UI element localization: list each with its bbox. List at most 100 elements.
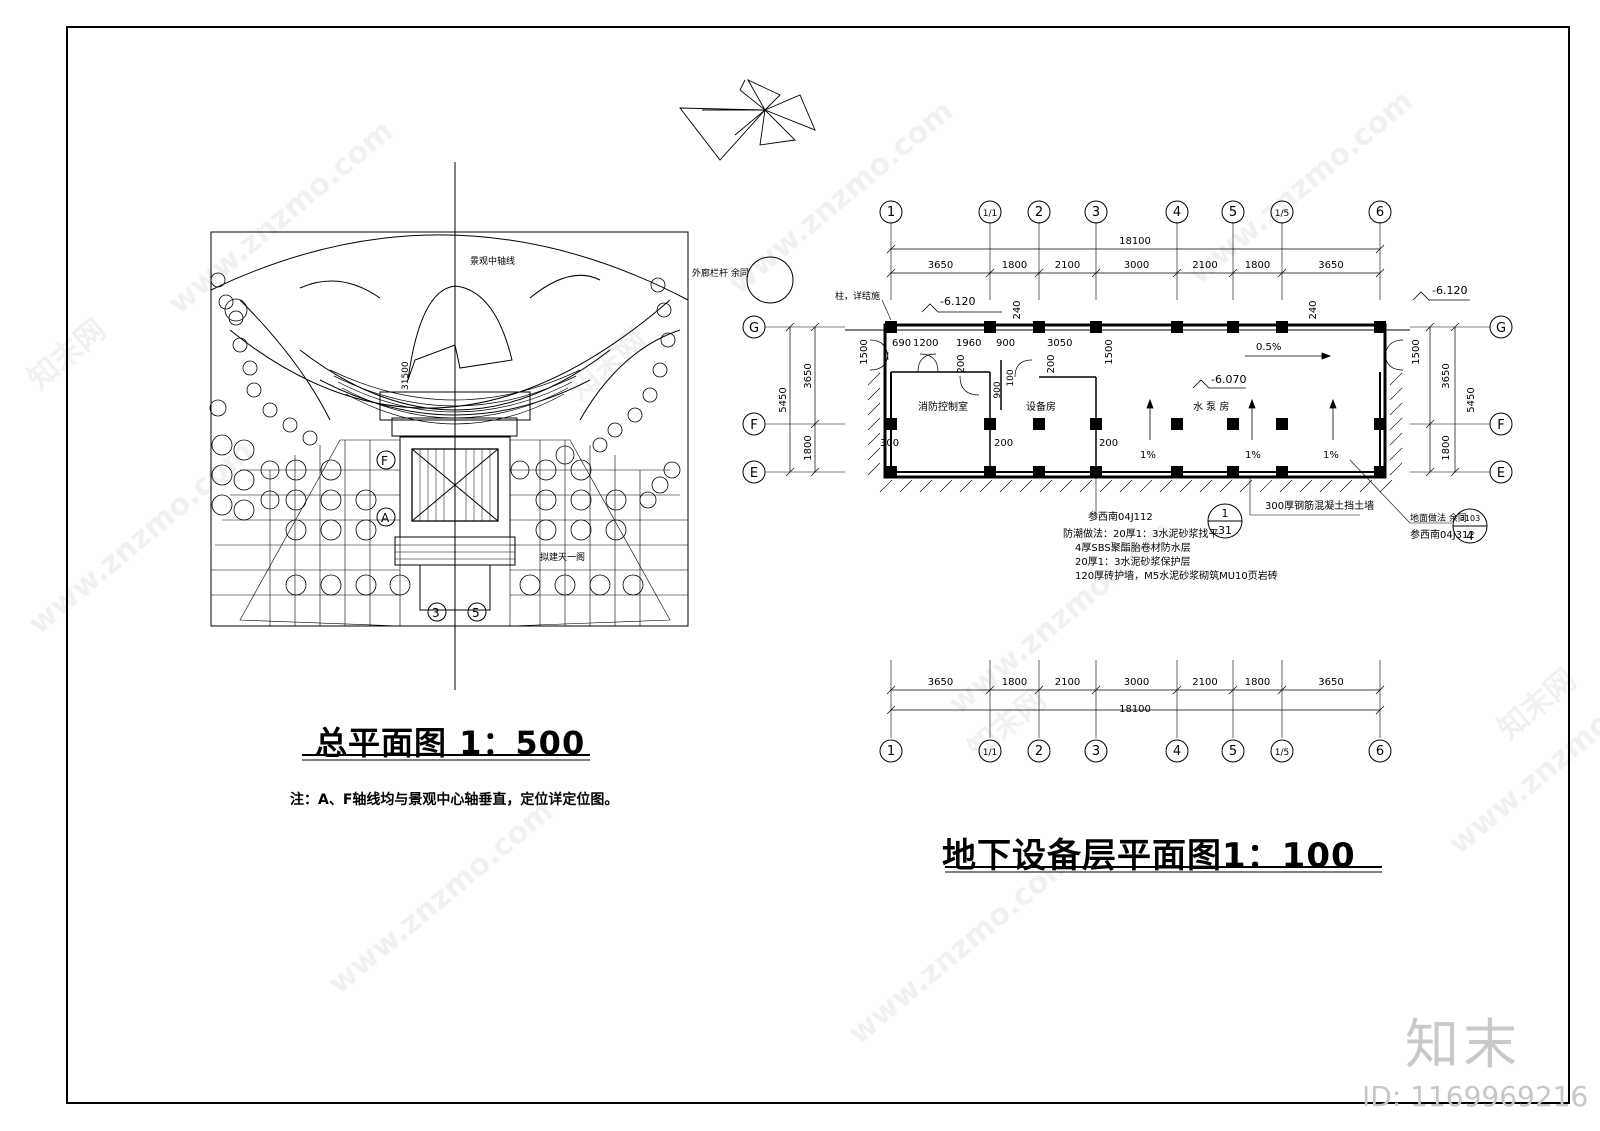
detail-tag-right-top: 3103 <box>1460 514 1480 523</box>
shrubs-left <box>211 434 280 521</box>
basement-plan-title: 地下设备层平面图1：100 <box>942 836 1356 876</box>
column-label-bottom-1: 1/1 <box>983 748 997 758</box>
column-label-bottom-2: 2 <box>1035 744 1043 759</box>
right-dim-upper: 3650 <box>1441 363 1452 388</box>
column-label-top-1: 1/1 <box>983 209 997 219</box>
room-pump: 水 泵 房 <box>1193 400 1229 413</box>
column-label-bottom-6: 1/5 <box>1275 748 1289 758</box>
left-dim-upper: 3650 <box>803 363 814 388</box>
inner-dim-900-v: 900 <box>993 381 1003 398</box>
trees-grid <box>285 445 644 596</box>
bottom-total-dim: 18100 <box>1119 704 1151 715</box>
detail-tag-left <box>1207 503 1243 539</box>
watermark-brand: 知末 <box>1405 1013 1521 1076</box>
inner-dim-240-left: 240 <box>1012 300 1023 319</box>
left-dim-door: 1500 <box>859 339 870 364</box>
bottom-dim-3: 3000 <box>1124 677 1149 688</box>
top-dim-6: 3650 <box>1318 260 1343 271</box>
waterproof-line-4: 120厚砖护墙，M5水泥砂浆砌筑MU10页岩砖 <box>1075 569 1278 582</box>
inner-dim-1500: 1500 <box>1104 339 1115 364</box>
label-railing: 外廊栏杆 余同 <box>692 267 749 279</box>
site-frame <box>210 231 689 627</box>
top-total-dim: 18100 <box>1119 236 1151 247</box>
top-dimension-lines <box>886 244 1385 278</box>
level-left: -6.120 <box>940 295 975 308</box>
inner-dim-200-c: 200 <box>994 438 1013 449</box>
site-axis-F: F <box>381 454 388 468</box>
inner-dim-1200: 1200 <box>913 338 938 349</box>
side-dimension-lines <box>785 322 1460 477</box>
column-label-top-2: 2 <box>1035 205 1043 220</box>
site-arc-inner2 <box>319 379 591 416</box>
inner-dim-300: 300 <box>880 438 899 449</box>
label-floor-finish: 地面做法 余同 <box>1410 512 1467 524</box>
site-dim-31500: 31500 <box>401 361 411 390</box>
building-inner <box>411 448 499 522</box>
paving-grid <box>211 439 688 627</box>
slope-top: 0.5% <box>1256 342 1281 353</box>
site-axis-3: 3 <box>432 606 440 620</box>
top-dim-2: 2100 <box>1055 260 1080 271</box>
interior-partitions <box>891 360 1097 472</box>
bottom-dim-1: 1800 <box>1002 677 1027 688</box>
row-label-G-left: G <box>749 321 759 336</box>
bottom-dim-2: 2100 <box>1055 677 1080 688</box>
bottom-dim-4: 2100 <box>1192 677 1217 688</box>
row-label-F-left: F <box>750 418 757 433</box>
row-label-E-right: E <box>1497 466 1505 481</box>
bottom-dim-5: 1800 <box>1245 677 1270 688</box>
gate-label: 拟建天一阁 <box>540 551 585 563</box>
top-dim-3: 3000 <box>1124 260 1149 271</box>
detail-tag-left-bottom: 31 <box>1218 524 1232 537</box>
railing-detail-circle <box>746 256 794 304</box>
bottom-dim-0: 3650 <box>928 677 953 688</box>
detail-tag-left-top: 1 <box>1222 507 1229 520</box>
site-axis-5: 5 <box>472 606 480 620</box>
row-label-G-right: G <box>1496 321 1506 336</box>
top-dim-1: 1800 <box>1002 260 1027 271</box>
pavilion-stairs <box>391 417 518 437</box>
slope-1: 1% <box>1140 450 1156 461</box>
column-label-top-7: 6 <box>1376 205 1384 220</box>
right-dim-door: 1500 <box>1411 339 1422 364</box>
column-label-top-3: 3 <box>1092 205 1100 220</box>
column-label-top-0: 1 <box>887 205 895 220</box>
leader-lines <box>881 299 1452 524</box>
row-label-F-right: F <box>1497 418 1504 433</box>
inner-dim-690: 690 <box>892 338 911 349</box>
top-dim-5: 1800 <box>1245 260 1270 271</box>
column-label-top-5: 5 <box>1229 205 1237 220</box>
column-grid-lines <box>765 222 1490 738</box>
site-arc-mid3 <box>579 329 681 421</box>
level-floor: -6.070 <box>1211 373 1246 386</box>
detail-tag-right-bottom: 4 <box>1466 529 1474 543</box>
site-arc-path-2 <box>529 274 601 299</box>
basement-inner-wall <box>890 372 1381 473</box>
watermark-id: ID: 1169969216 <box>1362 1080 1589 1113</box>
site-axis-A: A <box>381 511 390 525</box>
roof-hatch <box>419 449 491 521</box>
inner-dim-200-a: 200 <box>956 354 967 373</box>
landscape-axis-label: 景观中轴线 <box>470 255 515 267</box>
label-wall: 300厚钢筋混凝土挡土墙 <box>1265 499 1374 512</box>
trees-arc <box>209 272 681 509</box>
inner-dim-3050: 3050 <box>1047 338 1072 349</box>
site-arc-path-1 <box>299 280 381 299</box>
top-dim-0: 3650 <box>928 260 953 271</box>
front-steps <box>395 544 515 560</box>
pavilion-base <box>379 391 531 421</box>
left-dim-lower: 1800 <box>803 435 814 460</box>
waterproof-line-2: 4厚SBS聚酯胎卷材防水层 <box>1075 541 1191 554</box>
slope-arrows <box>1146 352 1337 440</box>
inner-dim-900: 900 <box>996 338 1015 349</box>
level-markers <box>921 291 1470 389</box>
site-plan-note: 注：A、F轴线均与景观中心轴垂直，定位详定位图。 <box>290 792 619 808</box>
row-label-E-left: E <box>750 466 758 481</box>
column-label-bottom-5: 5 <box>1229 744 1237 759</box>
column-label-bottom-4: 4 <box>1173 744 1181 759</box>
right-dim-total: 5450 <box>1466 387 1477 412</box>
site-plan <box>209 162 689 690</box>
